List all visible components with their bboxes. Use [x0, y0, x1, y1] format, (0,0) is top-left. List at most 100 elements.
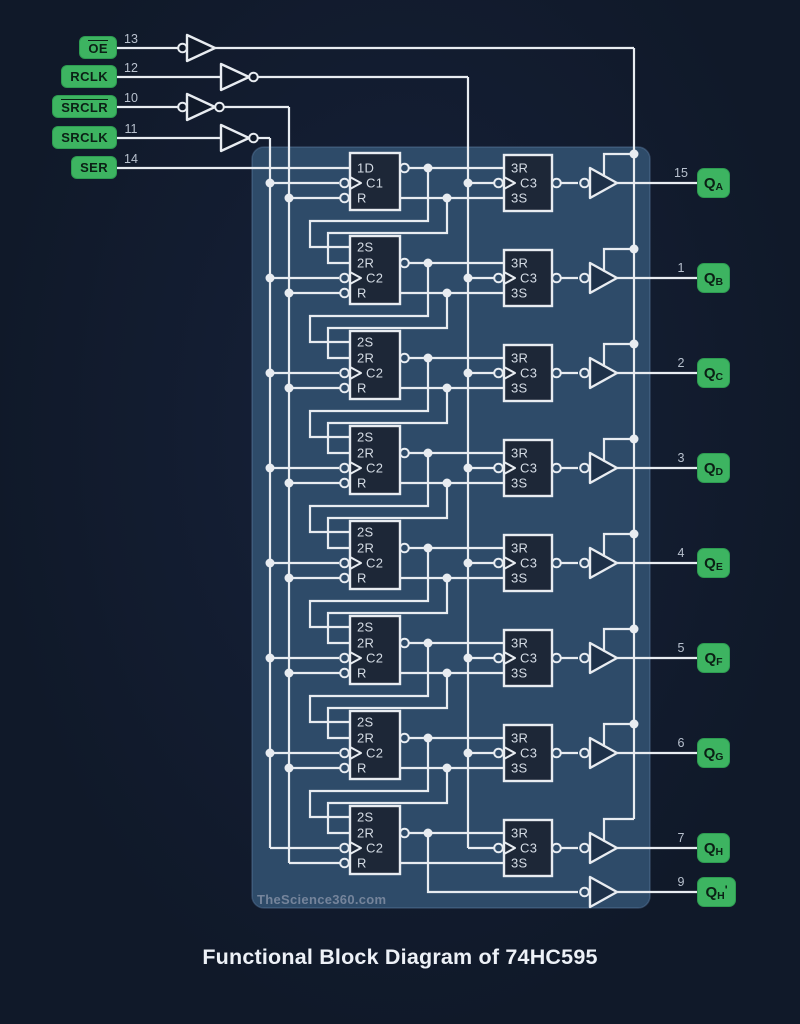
rclk-tap-dot: [463, 558, 473, 568]
ff-clock-glyph: [349, 176, 362, 190]
srclr-tap-dot: [284, 193, 294, 203]
ff-label: 2R: [357, 636, 374, 651]
srclk-tap-dot: [265, 653, 275, 663]
latch-label: C3: [520, 366, 537, 381]
latch-label: 3S: [511, 666, 528, 681]
ff-label: C1: [366, 176, 383, 191]
ff-label: 2R: [357, 351, 374, 366]
latch-output-bubble: [551, 842, 562, 854]
label-text: F: [716, 655, 723, 668]
feedback-top-stage-7: [308, 643, 430, 724]
latch-clock-bubble: [493, 652, 504, 664]
oe-bus-dot: [629, 529, 639, 539]
feedback-bottom-stage-7: [326, 673, 449, 740]
latch-label: C3: [520, 176, 537, 191]
ff-label: C2: [366, 366, 383, 381]
srclk-tap-dot: [265, 368, 275, 378]
ff-reset-bubble: [339, 762, 350, 774]
label-text: SRCLK: [61, 130, 108, 145]
output-pin-number: 3: [678, 451, 685, 465]
latch-clock-bubble: [493, 557, 504, 569]
input-label-srclk: SRCLK: [52, 126, 117, 149]
ff-label: R: [357, 286, 367, 301]
oe-enable-elbow-stage-2: [602, 247, 634, 272]
label-text: C: [715, 370, 724, 383]
feedback-top-stage-4: [308, 358, 430, 439]
output-buffer-8: [588, 831, 619, 865]
ff-clock-bubble: [339, 367, 350, 379]
latch-label: 3R: [511, 731, 528, 746]
latch-clock-glyph: [503, 271, 516, 285]
ff-output-bubble: [399, 257, 410, 269]
rclk-tap-dot: [463, 368, 473, 378]
ff-label: R: [357, 666, 367, 681]
ff-label: R: [357, 761, 367, 776]
label-text: ': [724, 882, 728, 897]
label-text: Q: [703, 744, 716, 762]
label-text: SRCLR: [61, 98, 108, 115]
latch-clock-bubble: [493, 272, 504, 284]
output-pin-number: 6: [678, 736, 685, 750]
ff-reset-bubble: [339, 477, 350, 489]
latch-output-bubble: [551, 557, 562, 569]
label-text: OE: [88, 39, 108, 56]
rclk-tap-dot: [463, 748, 473, 758]
output-buffer-5: [588, 546, 619, 580]
input-pin-number: 12: [124, 61, 138, 75]
watermark: TheScience360.com: [257, 892, 387, 907]
ff-label: R: [357, 856, 367, 871]
output-pin-number: 7: [678, 831, 685, 845]
ff-label: 2R: [357, 446, 374, 461]
latch-label: C3: [520, 651, 537, 666]
ff-clock-glyph: [349, 746, 362, 760]
ff-clock-bubble: [339, 652, 350, 664]
oe-enable-elbow-stage-8: [602, 817, 634, 842]
rclk-tap-dot: [463, 463, 473, 473]
feedback-bottom-stage-3: [326, 293, 449, 360]
feedback-top-stage-8: [308, 738, 430, 819]
ff-output-bubble: [399, 732, 410, 744]
latch-output-bubble: [551, 367, 562, 379]
latch-clock-glyph: [503, 366, 516, 380]
ff-label: C2: [366, 841, 383, 856]
ff-label: C2: [366, 461, 383, 476]
srclr-tap-dot: [284, 478, 294, 488]
ff-reset-bubble: [339, 382, 350, 394]
feedback-top-stage-2: [308, 168, 430, 249]
ff-label: 2S: [357, 810, 374, 825]
serial-output-buffer: [588, 875, 619, 909]
ff-label: C2: [366, 746, 383, 761]
output-buffer-6: [588, 641, 619, 675]
ff-output-bubble: [399, 352, 410, 364]
latch-output-bubble: [551, 747, 562, 759]
rclk-tap-dot: [463, 178, 473, 188]
label-text: B: [715, 275, 724, 288]
ff-output-bubble: [399, 162, 410, 174]
ff-label: 2R: [357, 731, 374, 746]
ff-label: 2S: [357, 620, 374, 635]
srclk-output-bubble: [248, 132, 259, 144]
srclr-tap-dot: [284, 668, 294, 678]
diagram-title: Functional Block Diagram of 74HC595: [202, 945, 598, 969]
latch-clock-glyph: [503, 556, 516, 570]
ff-label: 1D: [357, 161, 374, 176]
feedback-bottom-stage-8: [326, 768, 449, 835]
ff-label: 2R: [357, 256, 374, 271]
oe-bus-dot: [629, 339, 639, 349]
shift-ff-box-8: [348, 804, 402, 876]
srclk-tap-dot: [265, 748, 275, 758]
input-label-srclr: SRCLR: [52, 95, 117, 118]
label-text: E: [715, 560, 723, 573]
latch-label: 3S: [511, 286, 528, 301]
latch-clock-bubble: [493, 462, 504, 474]
latch-label: C3: [520, 556, 537, 571]
rclk-inverter: [219, 62, 251, 92]
oe-enable-elbow-stage-4: [602, 437, 634, 462]
output-pin-number: 2: [678, 356, 685, 370]
